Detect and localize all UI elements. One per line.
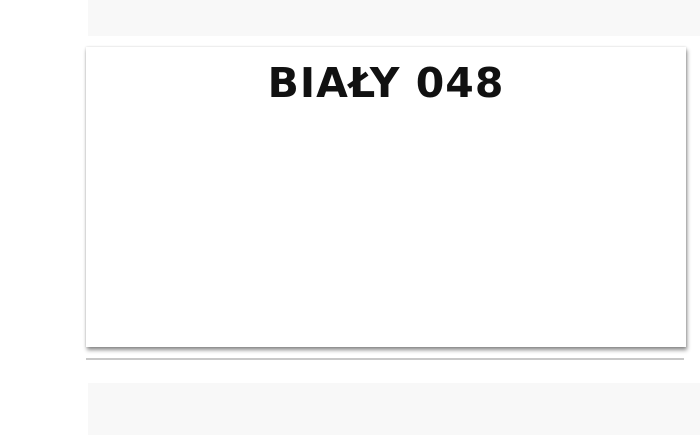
background-band-bottom xyxy=(88,383,700,435)
floor-divider xyxy=(86,358,684,360)
background-band-top xyxy=(88,0,700,36)
color-swatch-card: BIAŁY 048 xyxy=(86,47,686,347)
swatch-title: BIAŁY 048 xyxy=(267,59,505,107)
